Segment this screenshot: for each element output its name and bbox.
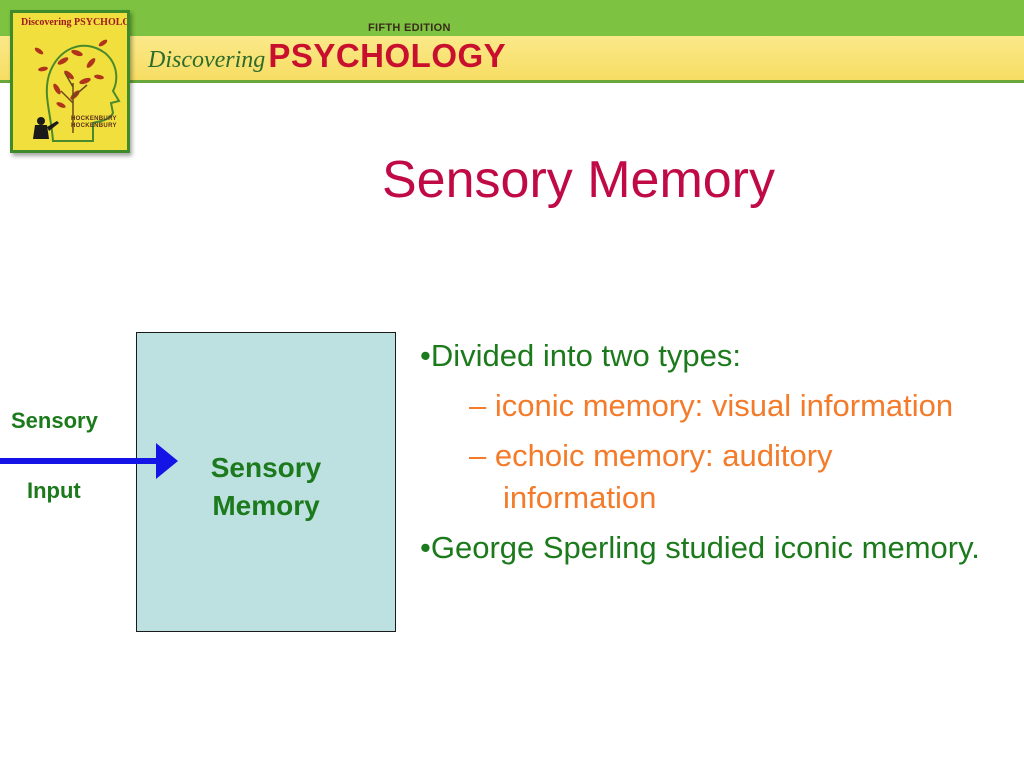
header-green-band [0, 0, 1024, 36]
box-label: Sensory Memory [137, 449, 395, 525]
cover-authors: HOCKENBURY HOCKENBURY [71, 116, 117, 130]
sensory-memory-box: Sensory Memory [136, 332, 396, 632]
edition-label: FIFTH EDITION [368, 22, 451, 34]
input-arrow [0, 443, 178, 479]
book-cover-image: Discovering PSYCHOLOGY HOCKENBURY HO [10, 10, 130, 153]
slide-title: Sensory Memory [382, 151, 775, 209]
input-label-input: Input [27, 478, 81, 503]
brand-logo: DiscoveringPSYCHOLOGY [148, 37, 506, 75]
brand-main-text: PSYCHOLOGY [268, 37, 507, 74]
input-label-sensory: Sensory [11, 408, 98, 433]
header-yellow-band [0, 36, 1024, 83]
cover-author-1: HOCKENBURY [71, 116, 117, 122]
bullet-list: •Divided into two types: – iconic memory… [420, 335, 980, 569]
brand-script-text: Discovering [148, 47, 266, 73]
box-label-line-2: Memory [212, 490, 320, 521]
box-label-line-1: Sensory [210, 452, 322, 483]
tree-head-illustration [33, 39, 121, 142]
cover-title: Discovering PSYCHOLOGY [21, 17, 130, 28]
sub-bullet-iconic: – iconic memory: visual information [469, 388, 954, 423]
bullet-divided: •Divided into two types: [420, 338, 742, 373]
sub-bullet-echoic: – echoic memory: auditory information [469, 438, 833, 515]
cover-author-2: HOCKENBURY [71, 123, 117, 129]
bullet-sperling: •George Sperling studied iconic memory. [420, 530, 980, 565]
